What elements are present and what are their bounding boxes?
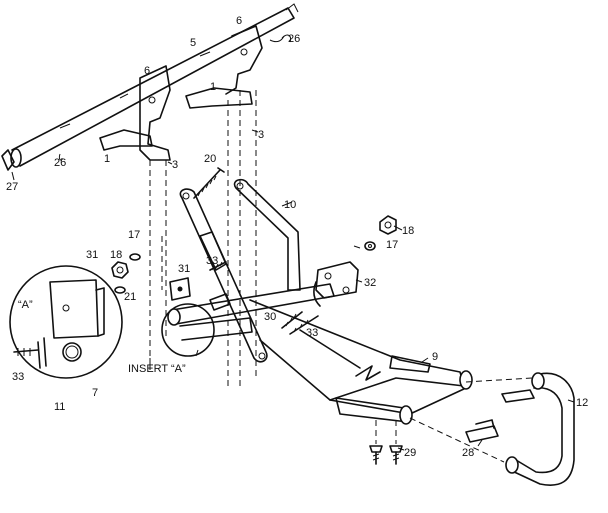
label-p7: 7 <box>92 387 98 399</box>
label-p1b: 1 <box>104 153 110 165</box>
label-p33b: 33 <box>306 327 318 339</box>
label-p6b: 6 <box>144 65 150 77</box>
label-p26a: 26 <box>288 33 300 45</box>
part-labels: 6 5 26 6 1 1 3 3 26 27 20 10 17 18 31 33… <box>6 15 588 459</box>
hardware-left <box>111 253 141 294</box>
label-p9: 9 <box>432 351 438 363</box>
label-p18a: 18 <box>110 249 122 261</box>
bolts-30-33 <box>281 311 319 335</box>
label-p3a: 3 <box>258 129 264 141</box>
end-caps-28 <box>465 389 535 443</box>
label-p6a: 6 <box>236 15 242 27</box>
cross-bar <box>167 283 335 341</box>
upper-bracket-left <box>99 65 171 161</box>
foot-tube-12 <box>409 372 575 486</box>
label-p17a: 17 <box>128 229 140 241</box>
insert-a-callout <box>149 303 215 370</box>
label-p21: 21 <box>124 291 136 303</box>
screws-29 <box>369 420 403 465</box>
detail-a-view <box>9 265 123 379</box>
label-p5: 5 <box>190 37 196 49</box>
label-p20: 20 <box>204 153 216 165</box>
label-p33c: 33 <box>12 371 24 383</box>
label-p17b: 17 <box>386 239 398 251</box>
label-p33a: 33 <box>206 255 218 267</box>
label-p30: 30 <box>264 311 276 323</box>
label-p26b: 26 <box>54 157 66 169</box>
hardware-right <box>364 215 397 251</box>
seat-rail-9 <box>249 299 473 425</box>
label-p27: 27 <box>6 181 18 193</box>
label-p3b: 3 <box>172 159 178 171</box>
upper-bracket-right <box>185 25 263 109</box>
label-insert-a: INSERT “A” <box>128 363 186 375</box>
label-detail-a: “A” <box>18 299 33 311</box>
label-p31a: 31 <box>86 249 98 261</box>
label-p29: 29 <box>404 447 416 459</box>
label-p1a: 1 <box>210 81 216 93</box>
label-p31b: 31 <box>178 263 190 275</box>
label-p18b: 18 <box>402 225 414 237</box>
label-p10: 10 <box>284 199 296 211</box>
bolt-20 <box>193 167 225 199</box>
top-frame-tube <box>1 3 299 171</box>
bracket-31 <box>169 261 227 301</box>
label-p11: 11 <box>54 401 65 413</box>
label-p28: 28 <box>462 447 474 459</box>
label-p32: 32 <box>364 277 376 289</box>
label-p12: 12 <box>576 397 588 409</box>
leader-lines <box>11 35 575 451</box>
seat-bracket-32 <box>313 261 359 307</box>
